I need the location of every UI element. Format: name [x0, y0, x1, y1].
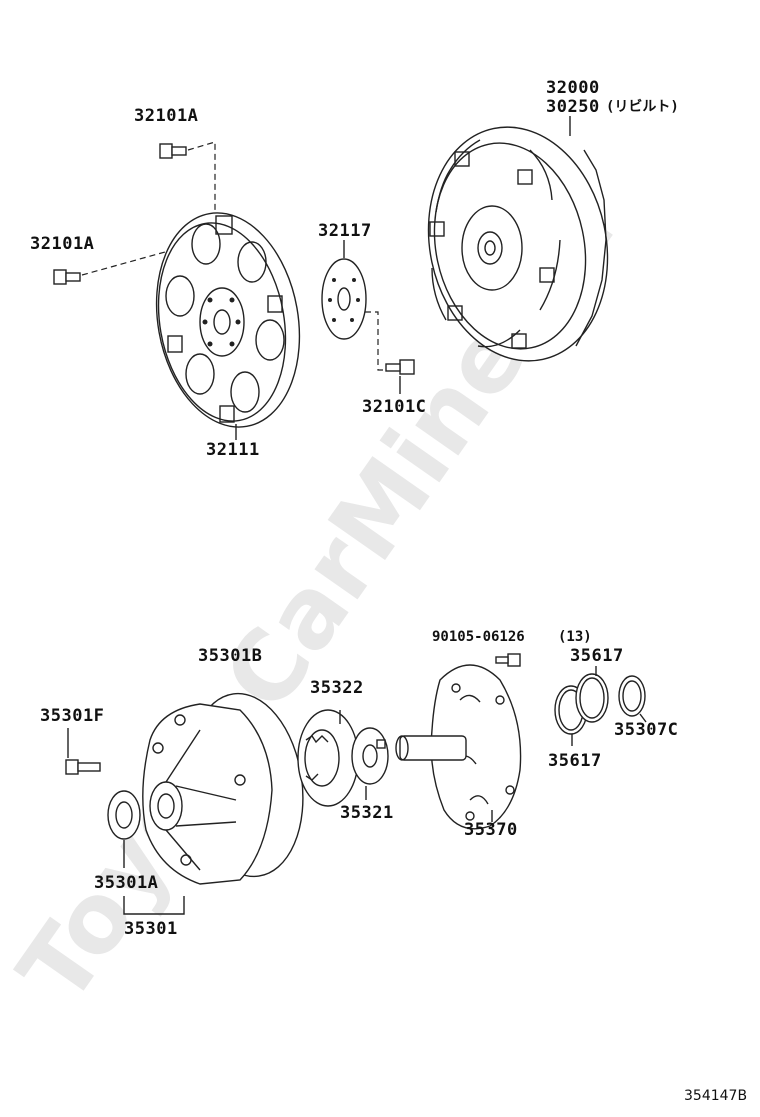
drive-plate-32111[interactable] [140, 201, 315, 438]
label-35370: 35370 [464, 820, 518, 840]
torque-converter-32000[interactable] [407, 110, 628, 377]
label-30250-note: (リビルト) [606, 99, 679, 115]
label-35301F: 35301F [40, 706, 104, 726]
label-35301B: 35301B [198, 646, 262, 666]
bolt-90105-06126[interactable] [495, 653, 521, 667]
diagram-code: 354147B [684, 1088, 747, 1104]
label-32101A-left: 32101A [30, 234, 94, 254]
label-32101C: 32101C [362, 397, 426, 417]
bolt-35301F[interactable] [65, 759, 101, 775]
bolt-32101A-top[interactable] [159, 143, 187, 159]
label-35617-top: 35617 [570, 646, 624, 666]
bolt-32101C[interactable] [385, 359, 415, 375]
label-30250: 30250 [546, 97, 600, 117]
label-35301: 35301 [124, 919, 178, 939]
label-35322: 35322 [310, 678, 364, 698]
label-35617-bottom: 35617 [548, 751, 602, 771]
label-35321: 35321 [340, 803, 394, 823]
label-35301A: 35301A [94, 873, 158, 893]
bolt-32101A-left[interactable] [53, 269, 81, 285]
label-32117: 32117 [318, 221, 372, 241]
drive-gear-35321[interactable] [351, 727, 389, 785]
label-32111: 32111 [206, 440, 260, 460]
spacer-plate-32117[interactable] [321, 258, 367, 340]
oil-pump-body-35301B[interactable] [142, 686, 314, 885]
label-32000: 32000 [546, 78, 600, 98]
label-90105-qty: (13) [558, 629, 592, 645]
snap-ring-35307C[interactable] [618, 675, 646, 717]
label-32101A-top: 32101A [134, 106, 198, 126]
label-35307C: 35307C [614, 720, 678, 740]
driven-gear-35322[interactable] [297, 709, 359, 807]
oil-seal-35301A[interactable] [107, 790, 141, 840]
seal-ring-35617-b[interactable] [575, 673, 609, 723]
stator-shaft-35370[interactable] [395, 664, 522, 830]
label-90105-06126: 90105-06126 [432, 629, 525, 645]
